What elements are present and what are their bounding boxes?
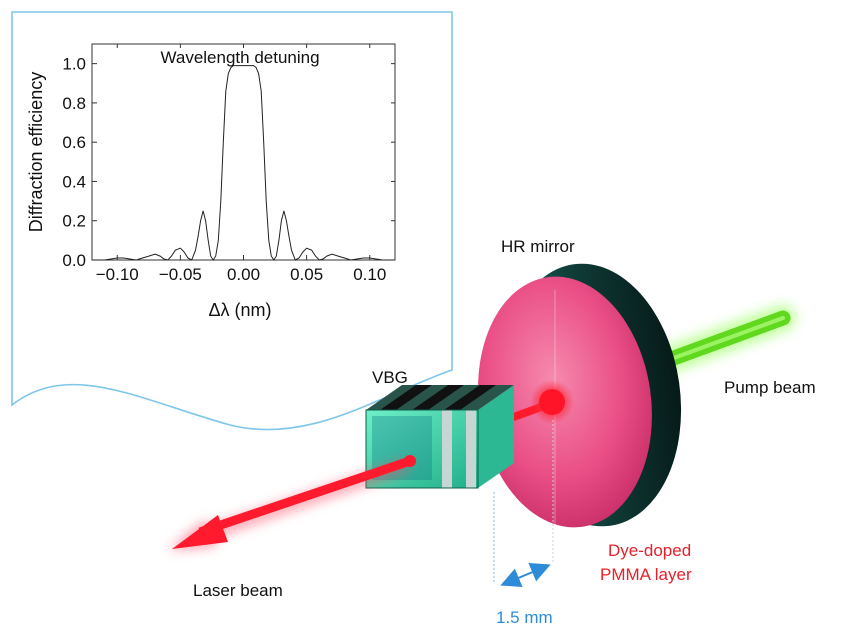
laser-spot <box>539 389 565 415</box>
x-axis-ticks: −0.10 −0.05 0.00 0.05 0.10 <box>96 44 386 284</box>
hr-mirror-label: HR mirror <box>501 237 575 256</box>
y-tick-label: 0.8 <box>62 94 86 113</box>
pump-beam-label: Pump beam <box>724 378 816 397</box>
x-axis-label: Δλ (nm) <box>208 300 271 320</box>
efficiency-curve <box>92 65 395 261</box>
x-tick-label: 0.05 <box>290 265 323 284</box>
dye-label-line2: PMMA layer <box>600 565 692 584</box>
x-tick-label: 0.00 <box>227 265 260 284</box>
inset-chart: −0.10 −0.05 0.00 0.05 0.10 0.0 0.2 0.4 0.6 0.8 1.… <box>26 43 396 320</box>
laser-beam-arrow <box>168 455 416 550</box>
y-tick-label: 0.0 <box>62 251 86 270</box>
laser-beam-label: Laser beam <box>193 581 283 600</box>
y-tick-label: 0.6 <box>62 133 86 152</box>
gap-label: 1.5 mm <box>496 608 553 627</box>
y-axis-label: Diffraction efficiency <box>26 72 46 232</box>
dye-label-line1: Dye-doped <box>608 541 691 560</box>
chart-title: Wavelength detuning <box>160 48 319 67</box>
x-tick-label: −0.05 <box>159 265 202 284</box>
x-tick-label: 0.10 <box>353 265 386 284</box>
gap-dimension-arrow <box>500 562 551 588</box>
y-tick-label: 0.2 <box>62 212 86 231</box>
vbg-label: VBG <box>372 368 408 387</box>
x-tick-label: −0.10 <box>96 265 139 284</box>
y-tick-label: 1.0 <box>62 55 86 74</box>
y-tick-label: 0.4 <box>62 172 86 191</box>
